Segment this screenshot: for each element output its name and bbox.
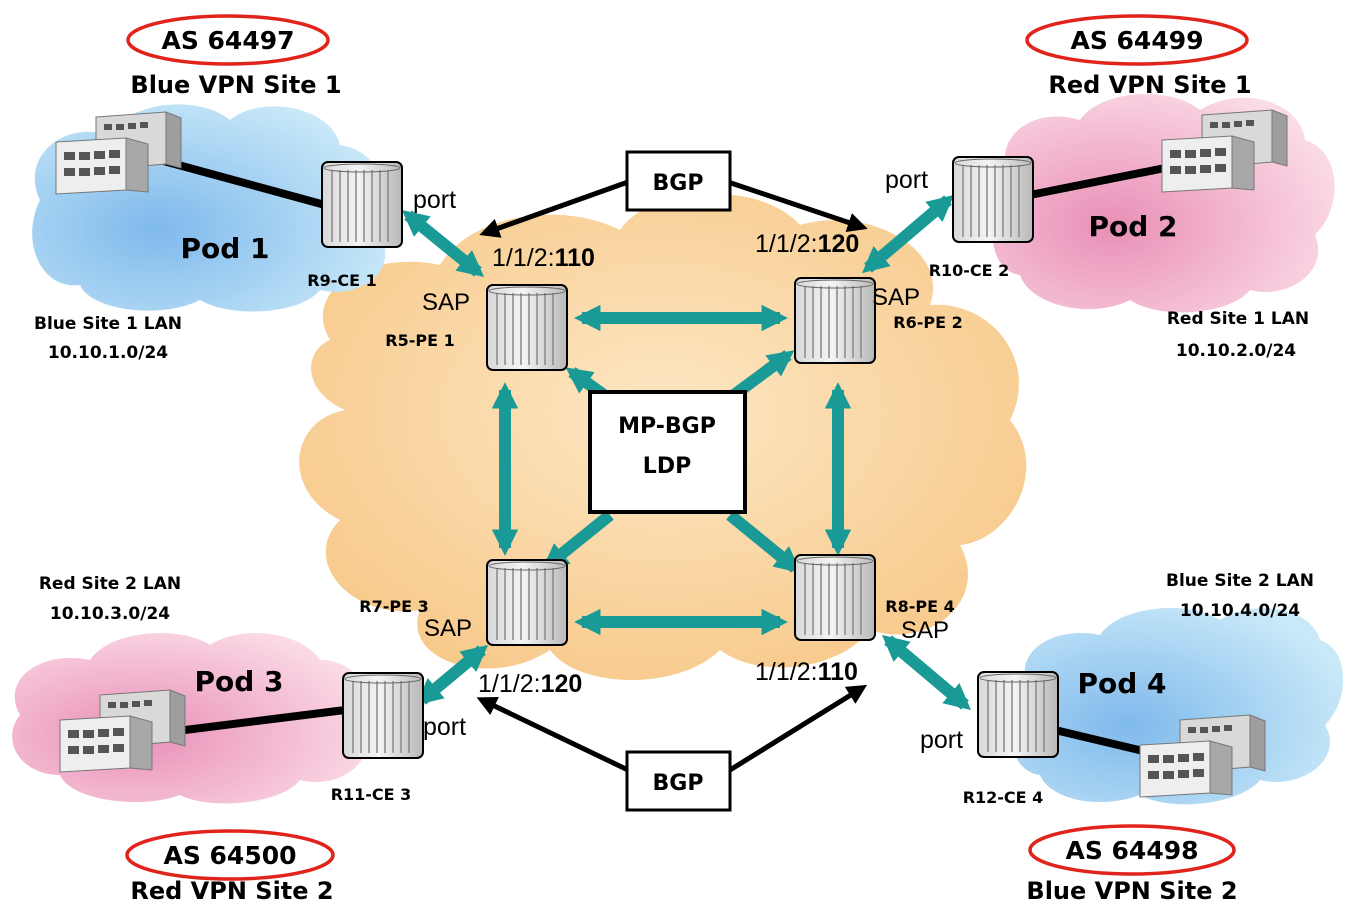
bgp-session-arrow [727,179,868,233]
as-oval [1025,14,1249,66]
as-number: AS 64500 [163,841,296,870]
ce-pe-link [881,634,972,711]
as-number: AS 64499 [1070,26,1203,55]
core-link [541,510,614,570]
router-icon [977,671,1059,758]
access-link [158,156,327,209]
sap-id: 1/1/2:120 [755,230,859,258]
core-protocol-box [588,390,747,514]
as-number: AS 64497 [161,26,294,55]
lan-name: Red Site 1 LAN [1167,309,1309,329]
port-label: port [920,726,963,754]
lan-name: Red Site 2 LAN [39,574,181,594]
core-protocol-line1: MP-BGP [618,414,716,439]
router-icon [794,277,876,364]
pod-label: Pod 2 [1088,210,1177,243]
cloud-icon [12,633,368,804]
access-link [1029,161,1181,199]
router-icon [952,156,1034,243]
pe-name: R7-PE 3 [359,597,428,616]
core-link [726,510,802,574]
ce-name: R10-CE 2 [929,261,1010,280]
bgp-session-arrow [476,697,630,773]
router-icon [486,284,568,371]
vpn-site-name: Red VPN Site 1 [1048,71,1251,99]
pe-name: R5-PE 1 [385,331,454,350]
port-label: port [413,186,456,214]
sap-id: 1/1/2:110 [755,658,858,686]
router-icon [321,161,403,248]
ce-pe-link [415,644,489,706]
as-number: AS 64498 [1065,836,1198,865]
bgp-label: BGP [653,171,704,196]
as-oval [1028,824,1236,876]
lan-subnet: 10.10.4.0/24 [1180,601,1300,621]
port-label: port [885,166,928,194]
ce-name: R11-CE 3 [331,785,412,804]
bgp-box [625,150,732,212]
ce-name: R12-CE 4 [963,788,1044,807]
sap-label: SAP [872,284,920,311]
core-protocol-line2: LDP [643,454,691,479]
router-icon [486,559,568,646]
as-oval [125,829,335,881]
as-oval [126,14,330,66]
sap-id: 1/1/2:120 [478,670,582,698]
bgp-session-arrow [479,179,629,238]
router-icon [794,554,876,641]
pod-label: Pod 3 [194,665,283,698]
sap-label: SAP [901,617,949,644]
bgp-label: BGP [653,771,704,796]
sap-label: SAP [422,289,470,316]
access-link [184,706,346,734]
ce-pe-link [401,209,485,278]
port-label: port [423,713,466,741]
lan-subnet: 10.10.1.0/24 [48,343,168,363]
vpn-site-name: Blue VPN Site 1 [130,71,341,99]
bgp-box [625,750,732,812]
vpn-site-name: Red VPN Site 2 [130,877,333,905]
router-icon [342,672,424,759]
vpn-site-name: Blue VPN Site 2 [1026,877,1237,905]
bgp-session-arrow [728,684,868,773]
lan-subnet: 10.10.2.0/24 [1176,341,1296,361]
pod-label: Pod 1 [180,232,269,265]
pe-name: R8-PE 4 [885,597,954,616]
pe-name: R6-PE 2 [893,313,962,332]
sap-id: 1/1/2:110 [492,244,595,272]
lan-name: Blue Site 1 LAN [34,314,182,334]
lan-subnet: 10.10.3.0/24 [50,604,170,624]
pod-label: Pod 4 [1077,667,1166,700]
lan-name: Blue Site 2 LAN [1166,571,1314,591]
sap-label: SAP [424,615,472,642]
ce-pe-link [861,194,955,274]
ce-name: R9-CE 1 [307,271,376,290]
